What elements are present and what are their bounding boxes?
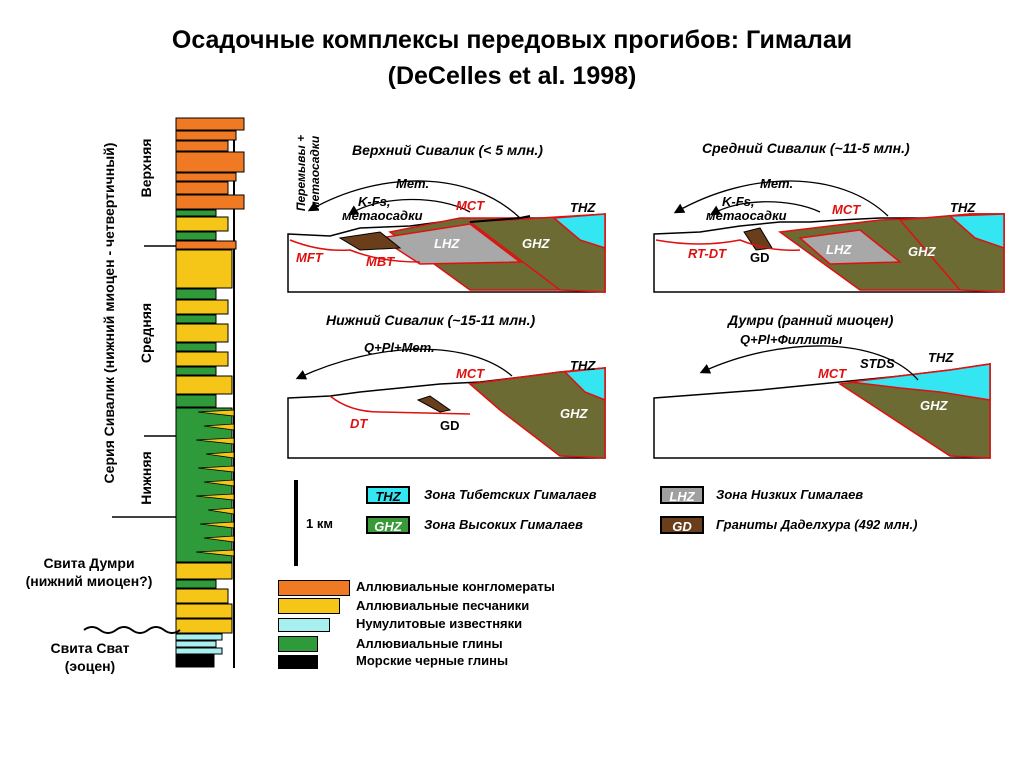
svat-formation-age: (эоцен) bbox=[64, 658, 116, 674]
legend-sandstone-text: Аллювиальные песчаники bbox=[356, 598, 530, 613]
upper-sivalik-title: Верхний Сивалик (< 5 млн.) bbox=[352, 142, 543, 158]
legend-lhz-key: LHZ bbox=[660, 486, 704, 504]
legend-lhz-text: Зона Низких Гималаев bbox=[716, 487, 864, 502]
panel-middle-sivalik bbox=[653, 180, 1005, 293]
middle-sivalik-thz: THZ bbox=[950, 200, 976, 215]
lower-sivalik-ghz: GHZ bbox=[560, 406, 588, 421]
dumri-ghz: GHZ bbox=[920, 398, 948, 413]
middle-sivalik-gd: GD bbox=[750, 250, 770, 265]
upper-sivalik-kfs: K-Fs, bbox=[358, 194, 391, 209]
lower-sivalik-title: Нижний Сивалик (~15-11 млн.) bbox=[326, 312, 536, 328]
dumri-stds: STDS bbox=[860, 356, 895, 371]
middle-sivalik-metaosadki: метаосадки bbox=[706, 208, 787, 223]
upper-sivalik-lhz: LHZ bbox=[434, 236, 460, 251]
middle-sivalik-ghz: GHZ bbox=[908, 244, 936, 259]
middle-sivalik-title: Средний Сивалик (~11-5 млн.) bbox=[702, 140, 910, 156]
legend-gd-key: GD bbox=[660, 516, 704, 534]
middle-sivalik-rtdt: RT-DT bbox=[688, 246, 727, 261]
legend-conglomerate-text: Аллювиальные конгломераты bbox=[356, 579, 555, 594]
dumri-thz: THZ bbox=[928, 350, 954, 365]
lower-sivalik-gd: GD bbox=[440, 418, 460, 433]
middle-sivalik-mct: MCT bbox=[832, 202, 861, 217]
legend-clay-text: Аллювиальные глины bbox=[356, 636, 503, 651]
page-subtitle: (DeCelles et al. 1998) bbox=[387, 62, 637, 90]
middle-sivalik-kfs: K-Fs, bbox=[722, 194, 755, 209]
upper-sivalik-met: Мет. bbox=[396, 176, 430, 191]
middle-sivalik-lhz: LHZ bbox=[826, 242, 852, 257]
dumri-source: Q+Pl+Филлиты bbox=[740, 332, 843, 347]
upper-sivalik-mbt: MBT bbox=[366, 254, 395, 269]
legend-limestone-text: Нумулитовые известняки bbox=[356, 616, 523, 631]
lower-sivalik-thz: THZ bbox=[570, 358, 596, 373]
legend-thz-text: Зона Тибетских Гималаев bbox=[424, 487, 597, 502]
dumri-title: Думри (ранний миоцен) bbox=[728, 312, 894, 328]
middle-sivalik-met: Мет. bbox=[760, 176, 794, 191]
upper-sivalik-ghz: GHZ bbox=[522, 236, 550, 251]
legend-ghz-text: Зона Высоких Гималаев bbox=[424, 517, 583, 532]
legend-clay-swatch bbox=[278, 636, 318, 652]
page-title: Осадочные комплексы передовых прогибов: … bbox=[171, 26, 853, 54]
dumri-formation-label: Свита Думри bbox=[43, 555, 135, 571]
panel-dumri bbox=[653, 345, 991, 459]
upper-sivalik-metaosadki: метаосадки bbox=[342, 208, 423, 223]
panel-upper-sivalik bbox=[287, 180, 606, 293]
legend-black-shale-swatch bbox=[278, 655, 318, 669]
panel-lower-sivalik bbox=[287, 348, 606, 459]
upper-sivalik-side-label-1: Перемывы + bbox=[294, 134, 308, 212]
upper-sivalik-mft: MFT bbox=[296, 250, 323, 265]
upper-sivalik-mct: MCT bbox=[456, 198, 485, 213]
dumri-formation-age: (нижний миоцен?) bbox=[25, 573, 153, 589]
lower-sivalik-source: Q+Pl+Мет. bbox=[364, 340, 435, 355]
legend-sandstone-swatch bbox=[278, 598, 340, 614]
dumri-mct: MCT bbox=[818, 366, 847, 381]
legend-conglomerate-swatch bbox=[278, 580, 350, 596]
legend-gd-text: Граниты Даделхура (492 млн.) bbox=[716, 517, 918, 532]
lower-sivalik-mct: MCT bbox=[456, 366, 485, 381]
legend-black-shale-text: Морские черные глины bbox=[356, 653, 509, 668]
upper-sivalik-thz: THZ bbox=[570, 200, 596, 215]
legend-ghz-key: GHZ bbox=[366, 516, 410, 534]
scale-bar-label: 1 км bbox=[306, 516, 333, 531]
legend-thz-key: THZ bbox=[366, 486, 410, 504]
legend-limestone-swatch bbox=[278, 618, 330, 632]
lower-sivalik-dt: DT bbox=[350, 416, 368, 431]
svat-formation-label: Свита Сват bbox=[50, 640, 130, 656]
upper-sivalik-side-label-2: метаосадки bbox=[308, 135, 322, 211]
